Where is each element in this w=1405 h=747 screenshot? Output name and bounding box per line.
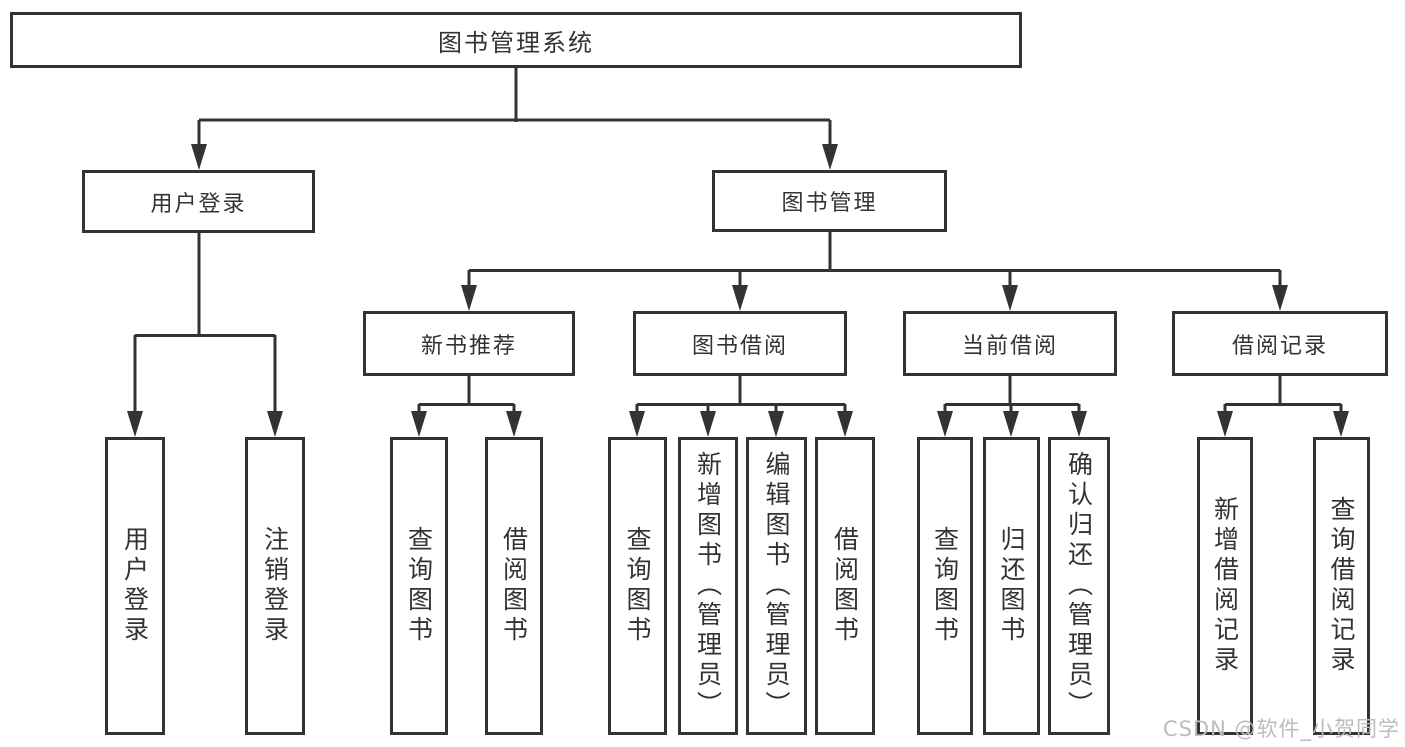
leaf-logout: 注销登录 bbox=[245, 437, 305, 735]
leaf-query-books-current: 查询图书 bbox=[917, 437, 973, 735]
node-book-borrowing: 图书借阅 bbox=[633, 311, 847, 376]
node-book-management: 图书管理 bbox=[712, 170, 947, 232]
node-library-management-system: 图书管理系统 bbox=[10, 12, 1022, 68]
node-new-book-recommendation: 新书推荐 bbox=[363, 311, 575, 376]
leaf-add-book-admin: 新增图书（管理员） bbox=[678, 437, 738, 735]
leaf-edit-book-admin: 编辑图书（管理员） bbox=[746, 437, 807, 735]
node-current-borrowing: 当前借阅 bbox=[903, 311, 1117, 376]
leaf-add-borrowing-record: 新增借阅记录 bbox=[1197, 437, 1253, 735]
leaf-query-books-recommend: 查询图书 bbox=[390, 437, 448, 735]
leaf-return-books: 归还图书 bbox=[983, 437, 1040, 735]
leaf-confirm-return-admin: 确认归还（管理员） bbox=[1048, 437, 1110, 735]
leaf-borrow-books: 借阅图书 bbox=[815, 437, 875, 735]
leaf-query-books-borrowing: 查询图书 bbox=[608, 437, 667, 735]
csdn-watermark: CSDN @软件_小贺同学 bbox=[1162, 717, 1400, 741]
leaf-borrow-books-recommend: 借阅图书 bbox=[485, 437, 543, 735]
tree-edges bbox=[133, 68, 1343, 414]
leaf-query-borrowing-record: 查询借阅记录 bbox=[1313, 437, 1370, 735]
node-borrowing-records: 借阅记录 bbox=[1172, 311, 1388, 376]
leaf-user-login: 用户登录 bbox=[105, 437, 165, 735]
node-user-login: 用户登录 bbox=[82, 170, 315, 233]
